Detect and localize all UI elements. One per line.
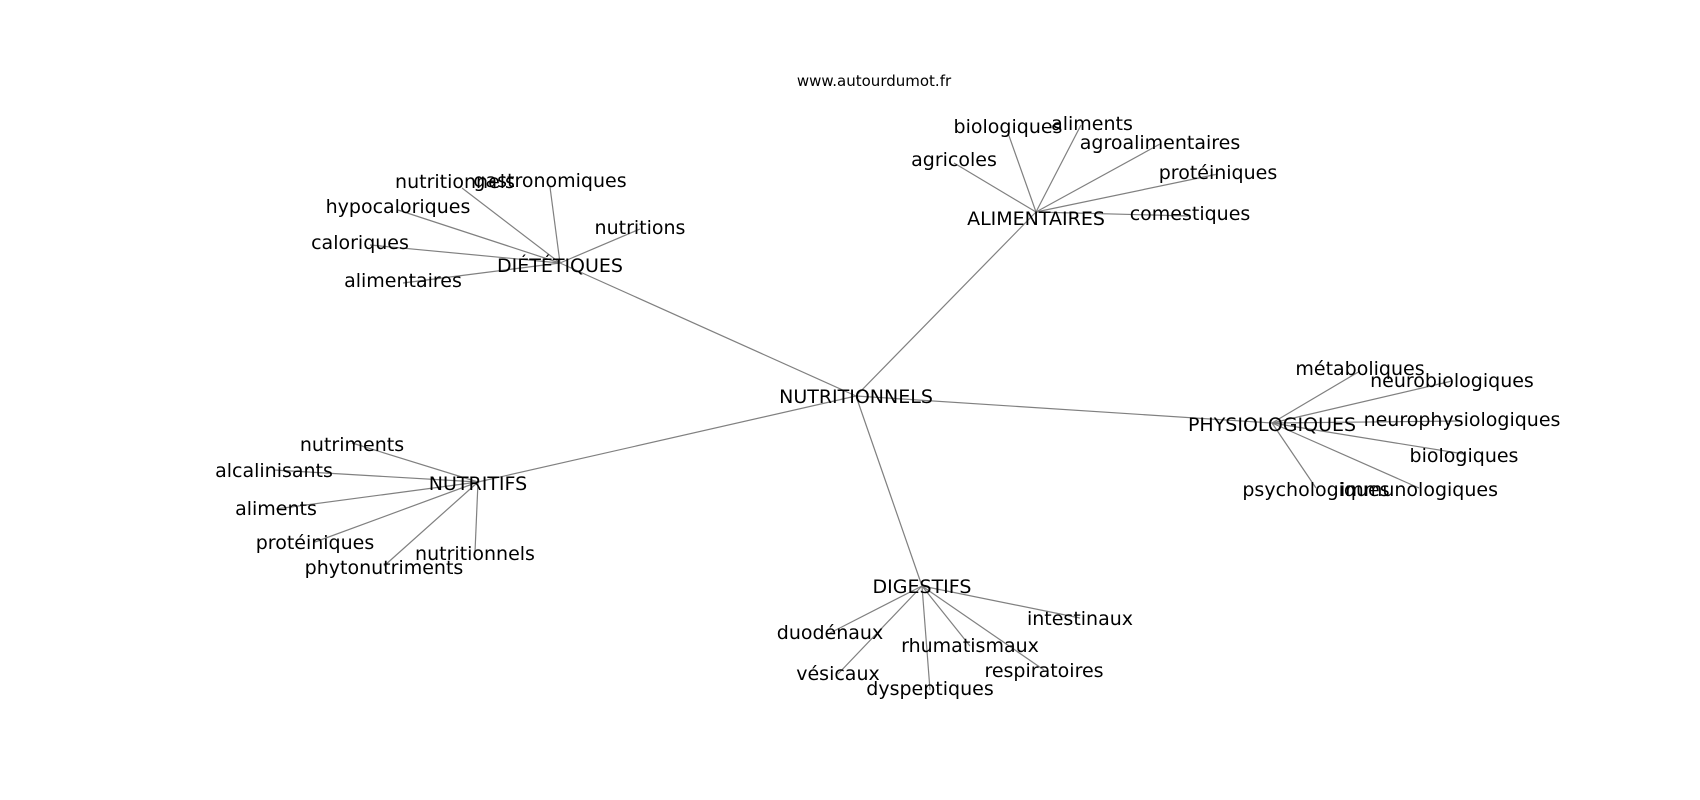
leaf-node-physiologiques-biologiques: biologiques [1410, 445, 1519, 467]
edge-nutritifs-to-phytonutriments [383, 481, 479, 567]
edge-dietetiques-to-nutritions [559, 228, 641, 264]
leaf-node-nutritifs-nutritionnels: nutritionnels [415, 543, 535, 565]
edge-nutritifs-to-nutritionnels [474, 481, 479, 553]
group-node-nutritifs: NUTRITIFS [429, 473, 527, 495]
leaf-node-nutritifs-aliments: aliments [235, 498, 317, 520]
edge-alimentaires-to-agroalimentaires [1035, 143, 1161, 213]
leaf-node-digestifs-rhumatismaux: rhumatismaux [901, 635, 1039, 657]
leaf-node-digestifs-respiratoires: respiratoires [984, 660, 1103, 682]
edge-physiologiques-to-metaboliques [1271, 370, 1361, 424]
edge-digestifs-to-intestinaux [921, 585, 1081, 619]
group-node-dietetiques: DIÉTÉTIQUES [497, 254, 623, 277]
edge-nutritifs-to-proteiniques [314, 481, 479, 543]
group-node-physiologiques: PHYSIOLOGIQUES [1188, 414, 1356, 436]
edge-digestifs-to-vesicaux [837, 585, 923, 675]
leaf-node-digestifs-vesicaux: vésicaux [796, 663, 880, 685]
edge-physiologiques-to-biologiques [1271, 422, 1465, 455]
edge-dietetiques-to-alimentaires [402, 262, 561, 284]
edge-physiologiques-to-immunologiques [1271, 422, 1420, 489]
graph-labels: DIÉTÉTIQUESnutritionnelsgastronomiqueshy… [215, 113, 1560, 700]
leaf-node-dietetiques-caloriques: caloriques [311, 232, 409, 254]
leaf-node-digestifs-duodenaux: duodénaux [777, 622, 883, 644]
edge-alimentaires-to-aliments [1035, 124, 1082, 213]
edge-physiologiques-to-psychologiques [1271, 422, 1317, 489]
leaf-node-physiologiques-immunologiques: immunologiques [1340, 479, 1498, 501]
edge-center-to-digestifs [855, 395, 923, 587]
leaf-node-nutritifs-proteiniques: protéiniques [256, 532, 375, 554]
edge-digestifs-to-rhumatismaux [921, 585, 971, 647]
leaf-node-nutritifs-alcalinisants: alcalinisants [215, 460, 333, 482]
edge-digestifs-to-dyspeptiques [921, 585, 931, 691]
leaf-node-nutritifs-phytonutriments: phytonutriments [305, 557, 464, 579]
edge-nutritifs-to-nutriments [351, 442, 479, 483]
edge-dietetiques-to-gastronomiques [549, 186, 561, 264]
edge-center-to-dietetiques [559, 262, 857, 397]
source-label: www.autourdumot.fr [796, 72, 952, 90]
group-node-alimentaires: ALIMENTAIRES [967, 208, 1105, 230]
leaf-node-alimentaires-agricoles: agricoles [911, 149, 997, 171]
leaf-node-digestifs-intestinaux: intestinaux [1027, 608, 1133, 630]
edge-alimentaires-to-comestiques [1035, 211, 1191, 217]
leaf-node-physiologiques-neurophysiologiques: neurophysiologiques [1364, 409, 1561, 431]
leaf-node-alimentaires-proteiniques: protéiniques [1159, 162, 1278, 184]
edge-center-to-physiologiques [855, 395, 1273, 424]
edge-physiologiques-to-neurobiologiques [1271, 380, 1453, 424]
graph-edges [273, 124, 1465, 691]
edge-alimentaires-to-proteiniques [1035, 173, 1219, 213]
leaf-node-alimentaires-agroalimentaires: agroalimentaires [1080, 132, 1241, 154]
edge-dietetiques-to-nutritionnels [461, 187, 561, 264]
edge-physiologiques-to-neurophysiologiques [1271, 420, 1463, 424]
edge-center-to-nutritifs [477, 395, 857, 483]
leaf-node-alimentaires-aliments: aliments [1051, 113, 1133, 135]
edge-nutritifs-to-aliments [275, 481, 479, 510]
leaf-node-alimentaires-comestiques: comestiques [1130, 203, 1251, 225]
center-node: NUTRITIONNELS [779, 386, 933, 408]
group-node-digestifs: DIGESTIFS [873, 576, 972, 598]
leaf-node-physiologiques-psychologiques: psychologiques [1242, 479, 1389, 501]
leaf-node-digestifs-dyspeptiques: dyspeptiques [866, 678, 993, 700]
edge-center-to-alimentaires [855, 211, 1037, 397]
leaf-node-physiologiques-metaboliques: métaboliques [1295, 358, 1424, 380]
edge-dietetiques-to-caloriques [369, 244, 561, 264]
edge-nutritifs-to-alcalinisants [273, 469, 479, 483]
leaf-node-dietetiques-nutritionnels: nutritionnels [395, 171, 515, 193]
edge-alimentaires-to-biologiques [1007, 132, 1037, 213]
edge-alimentaires-to-agricoles [953, 162, 1037, 213]
edge-dietetiques-to-hypocaloriques [397, 209, 561, 264]
leaf-node-dietetiques-nutritions: nutritions [595, 217, 686, 239]
leaf-node-dietetiques-gastronomiques: gastronomiques [473, 170, 626, 192]
leaf-node-physiologiques-neurobiologiques: neurobiologiques [1370, 370, 1534, 392]
leaf-node-dietetiques-alimentaires: alimentaires [344, 270, 462, 292]
leaf-node-alimentaires-biologiques: biologiques [954, 116, 1063, 138]
edge-digestifs-to-respiratoires [921, 585, 1045, 671]
leaf-node-dietetiques-hypocaloriques: hypocaloriques [326, 196, 471, 218]
leaf-node-nutritifs-nutriments: nutriments [300, 434, 404, 456]
edge-digestifs-to-duodenaux [829, 585, 923, 634]
